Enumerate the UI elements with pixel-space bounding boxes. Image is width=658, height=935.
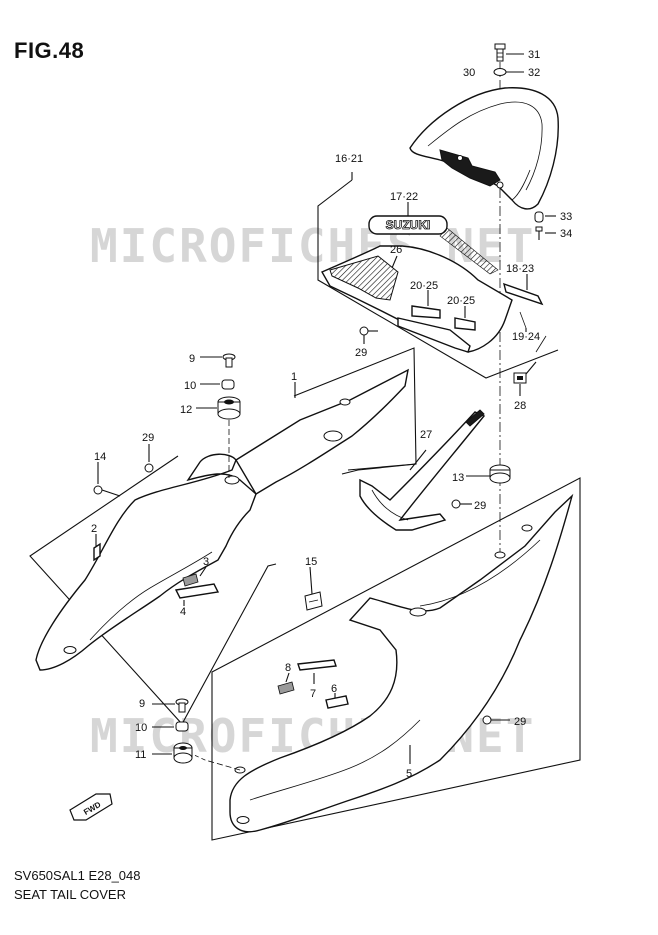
decal-part-4 <box>174 583 220 599</box>
figure-title: FIG.48 <box>14 38 85 63</box>
callout-33: 33 <box>560 211 572 223</box>
clip-part-29-bottom <box>482 715 492 725</box>
part-19-24 <box>519 311 527 329</box>
bolt-part-31 <box>494 43 506 62</box>
right-inset-frame <box>211 477 581 841</box>
callout-3: 3 <box>203 556 209 568</box>
callout-30: 30 <box>463 67 475 79</box>
screw-part-34 <box>535 226 543 240</box>
callout-12: 12 <box>180 404 192 416</box>
inset-frame <box>317 179 559 379</box>
callout-14: 14 <box>94 451 106 463</box>
frame-cover-part-1 <box>35 453 257 671</box>
clip-part-29-left <box>144 463 154 473</box>
clip-part-15 <box>304 591 323 611</box>
pad-part-20-25a <box>397 317 471 353</box>
grommet-part-11 <box>173 742 193 764</box>
cushion-part-33 <box>534 211 544 223</box>
clip-part-29-top <box>359 326 378 336</box>
callout-32: 32 <box>528 67 540 79</box>
spacer-part-10-top <box>221 379 235 390</box>
svg-text:SUZUKI: SUZUKI <box>386 218 431 232</box>
callout-26: 26 <box>390 244 402 256</box>
callout-15: 15 <box>305 556 317 568</box>
callout-7: 7 <box>310 688 316 700</box>
washer-part-32 <box>493 68 507 76</box>
callout-9-bottom: 9 <box>139 698 145 710</box>
callout-10-bottom: 10 <box>135 722 147 734</box>
grommet-part-13 <box>489 464 511 484</box>
callout-29-bottom: 29 <box>514 716 526 728</box>
decal-part-7 <box>297 659 337 671</box>
callout-4: 4 <box>180 606 186 618</box>
clip-part-29-mid <box>451 499 461 509</box>
callout-31: 31 <box>528 49 540 61</box>
callout-5: 5 <box>406 768 412 780</box>
callout-13: 13 <box>452 472 464 484</box>
callout-19-24: 19·24 <box>512 331 540 343</box>
callout-29-mid: 29 <box>474 500 486 512</box>
bolt-part-9-top <box>222 353 236 368</box>
screw-part-14 <box>93 485 121 497</box>
callout-29-top: 29 <box>355 347 367 359</box>
callout-labels: 31 32 30 16·21 17·22 26 20·25 20·25 18·2… <box>91 49 572 780</box>
callout-18-23: 18·23 <box>506 263 534 275</box>
spacer-part-10-bottom <box>175 721 189 732</box>
callout-20-25b: 20·25 <box>447 295 475 307</box>
callout-20-25a: 20·25 <box>410 280 438 292</box>
callout-28: 28 <box>514 400 526 412</box>
callout-27: 27 <box>420 429 432 441</box>
callout-8: 8 <box>285 662 291 674</box>
callout-29-left: 29 <box>142 432 154 444</box>
pad-part-20-25c <box>454 317 476 331</box>
grommet-part-12 <box>217 396 241 420</box>
cover-part-27 <box>359 411 486 531</box>
callout-9-top: 9 <box>189 353 195 365</box>
decal-part-6 <box>325 695 349 709</box>
forward-arrow-icon: FWD <box>69 793 113 821</box>
callout-2: 2 <box>91 523 97 535</box>
callout-1: 1 <box>291 371 297 383</box>
pad-part-20-25b <box>411 305 441 319</box>
callout-34: 34 <box>560 228 572 240</box>
callout-10-top: 10 <box>184 380 196 392</box>
figure-name: SEAT TAIL COVER <box>14 887 126 902</box>
callout-16-21: 16·21 <box>335 153 363 165</box>
decal-part-26 <box>329 255 399 301</box>
callout-17-22: 17·22 <box>390 191 418 203</box>
callout-11: 11 <box>135 749 146 761</box>
pad-part-2 <box>93 542 101 562</box>
clip-part-28 <box>513 372 527 384</box>
decal-part-3 <box>182 573 199 587</box>
bolt-part-9-bottom <box>175 698 189 713</box>
callout-6: 6 <box>331 683 337 695</box>
seat-cowl-part-30 <box>409 87 559 210</box>
model-code: SV650SAL1 E28_048 <box>14 868 141 883</box>
decal-part-8 <box>277 681 295 695</box>
frame-cover-upper-part-1 <box>235 368 409 495</box>
frame-cover-part-5 <box>229 493 574 833</box>
strip-part-18-23 <box>503 282 544 306</box>
